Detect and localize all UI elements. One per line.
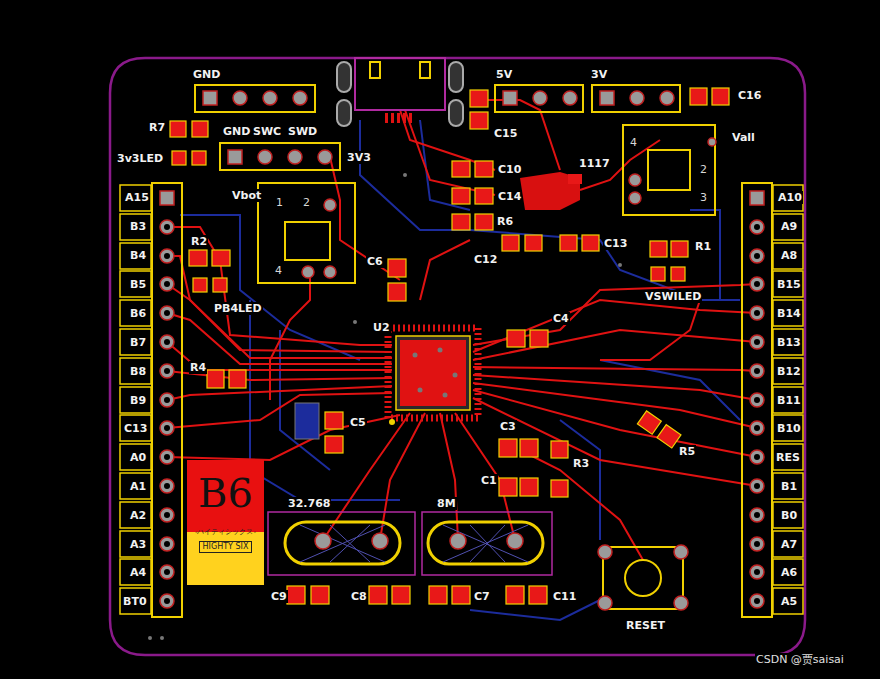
silkscreen-label: 2 xyxy=(699,163,708,176)
silkscreen-label: C14 xyxy=(497,190,522,203)
silkscreen-label: R3 xyxy=(572,457,590,470)
silkscreen-label: A3 xyxy=(129,538,147,551)
silkscreen-label: 3V3 xyxy=(346,151,372,164)
silkscreen-label: 3V xyxy=(590,68,608,81)
silkscreen-label: B3 xyxy=(129,220,147,233)
silkscreen-label: A7 xyxy=(780,538,798,551)
silkscreen-label: C10 xyxy=(497,163,522,176)
silkscreen-label: A9 xyxy=(780,220,798,233)
silkscreen-label: C5 xyxy=(349,416,367,429)
silkscreen-label: A5 xyxy=(780,595,798,608)
silkscreen-label: 4 xyxy=(274,264,283,277)
silkscreen-label: RES xyxy=(775,451,801,464)
silkscreen-label: C12 xyxy=(473,253,498,266)
silkscreen-label: 8M xyxy=(436,497,457,510)
silkscreen-label: VSWILED xyxy=(644,290,702,303)
silkscreen-label: RESET xyxy=(625,619,666,632)
silkscreen-label: R1 xyxy=(694,240,712,253)
silkscreen-label: B4 xyxy=(129,249,147,262)
silkscreen-label: 1 xyxy=(275,196,284,209)
silkscreen-label: GND xyxy=(222,125,251,138)
silkscreen-label: 1117 xyxy=(578,157,611,170)
silkscreen-label: B11 xyxy=(776,394,802,407)
silkscreen-label: B10 xyxy=(776,422,802,435)
silkscreen-label: GND xyxy=(192,68,221,81)
silkscreen-label: B0 xyxy=(780,509,798,522)
logo-text: -ハイティシックス- xyxy=(195,528,256,537)
silkscreen-label: U2 xyxy=(372,321,391,334)
silkscreen-label: 3v3LED xyxy=(116,152,164,165)
silkscreen-label: C1 xyxy=(480,474,498,487)
silkscreen-label: C11 xyxy=(552,590,577,603)
silkscreen-label: R6 xyxy=(496,215,514,228)
silkscreen-label: C15 xyxy=(493,127,518,140)
silkscreen-label: B1 xyxy=(780,480,798,493)
silkscreen-label: C4 xyxy=(552,312,570,325)
silkscreen-label: C3 xyxy=(499,420,517,433)
silkscreen-label: A15 xyxy=(124,191,150,204)
silkscreen-label: A2 xyxy=(129,509,147,522)
logo-mark: B6 xyxy=(198,464,253,522)
silkscreen-label: R5 xyxy=(678,445,696,458)
silkscreen-label: B15 xyxy=(776,278,802,291)
silkscreen-label: C7 xyxy=(473,590,491,603)
silkscreen-label: C13 xyxy=(603,237,628,250)
silkscreen-label: B6 xyxy=(129,307,147,320)
logo-text: HIGHTY SIX xyxy=(199,541,253,553)
silkscreen-label: 4 xyxy=(629,136,638,149)
silkscreen-label: 5V xyxy=(495,68,513,81)
logo-box: B6 -ハイティシックス- HIGHTY SIX xyxy=(187,460,264,585)
silkscreen-label: PB4LED xyxy=(213,302,263,315)
silkscreen-label: Vbot xyxy=(231,189,262,202)
silkscreen-label: C6 xyxy=(366,255,384,268)
silkscreen-label: R7 xyxy=(148,121,166,134)
watermark: CSDN @贾saisai xyxy=(755,653,845,666)
silkscreen-label: B5 xyxy=(129,278,147,291)
silkscreen-label: 3 xyxy=(699,191,708,204)
silkscreen-label: A8 xyxy=(780,249,798,262)
silkscreen-label: B14 xyxy=(776,307,802,320)
silkscreen-label: R4 xyxy=(189,361,207,374)
silkscreen-label: B8 xyxy=(129,365,147,378)
silkscreen-label: B13 xyxy=(776,336,802,349)
silkscreen-label: B9 xyxy=(129,394,147,407)
silkscreen-label: C16 xyxy=(737,89,762,102)
silkscreen-label: 2 xyxy=(302,196,311,209)
silkscreen-label: B7 xyxy=(129,336,147,349)
silkscreen-label: 32.768 xyxy=(287,497,331,510)
silkscreen-label: Vall xyxy=(731,131,756,144)
silkscreen-label: R2 xyxy=(190,235,208,248)
silkscreen-label: C13 xyxy=(123,422,148,435)
silkscreen-label: A10 xyxy=(777,191,803,204)
silkscreen-label: B12 xyxy=(776,365,802,378)
silkscreen-label: SWD xyxy=(287,125,318,138)
silkscreen-label: SWC xyxy=(252,125,282,138)
silkscreen-label: A0 xyxy=(129,451,147,464)
silkscreen-label: C8 xyxy=(350,590,368,603)
silkscreen-label: A4 xyxy=(129,566,147,579)
silkscreen-label: BT0 xyxy=(122,595,148,608)
silkscreen-label: C9 xyxy=(270,590,288,603)
silkscreen-label: A6 xyxy=(780,566,798,579)
silkscreen-label: A1 xyxy=(129,480,147,493)
